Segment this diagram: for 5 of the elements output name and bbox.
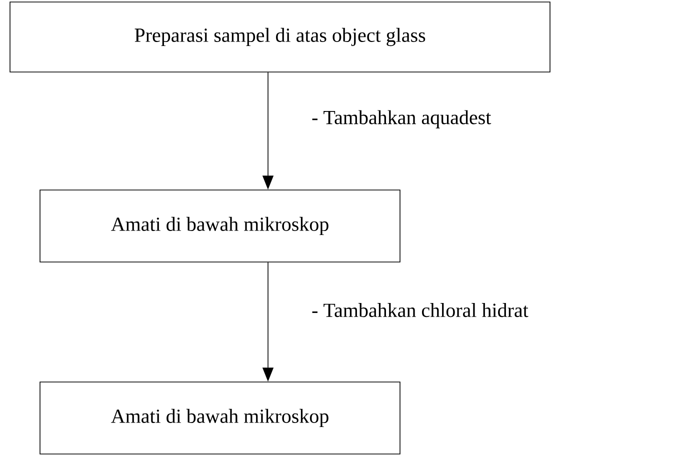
edge-label: - Tambahkan chloral hidrat: [312, 303, 528, 318]
process-box: Amati di bawah mikroskop: [40, 382, 400, 454]
process-box: Preparasi sampel di atas object glass: [10, 2, 550, 72]
edge-label: - Tambahkan aquadest: [312, 110, 492, 128]
process-box: Amati di bawah mikroskop: [40, 190, 400, 262]
